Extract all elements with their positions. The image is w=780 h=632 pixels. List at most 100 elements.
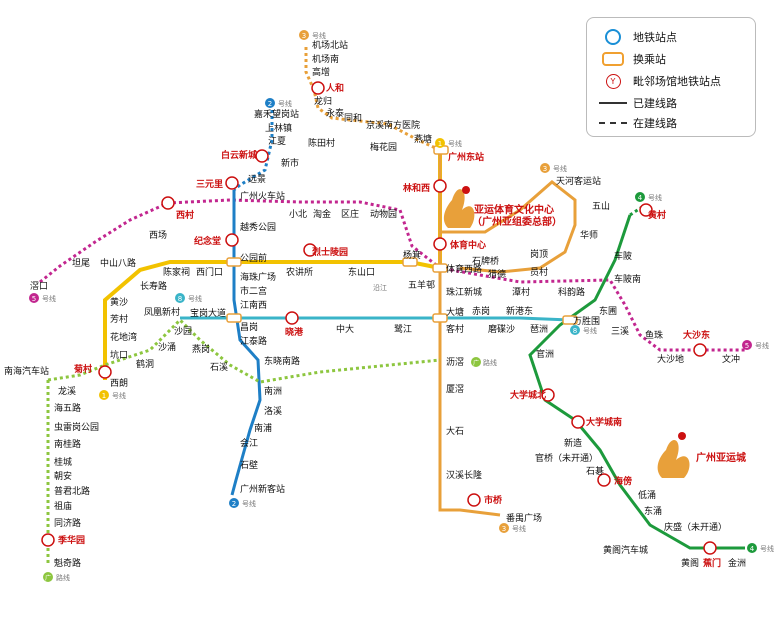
station-jiangnanxi: 江南西 bbox=[240, 299, 267, 311]
station-liede: 猎德 bbox=[488, 268, 506, 280]
station-kuichong: 魁奇路 bbox=[54, 557, 81, 569]
station-dongwuyuan: 动物园 bbox=[370, 208, 397, 220]
station-baogangdadao: 宝岗大道 bbox=[190, 307, 226, 319]
badge-line-2-top: 2 bbox=[268, 100, 272, 108]
station-lujiang: 鹭江 bbox=[394, 324, 412, 335]
station-jichang-nan: 机场南 bbox=[312, 53, 339, 65]
station-tonghe: 同和 bbox=[344, 113, 362, 124]
line-1 bbox=[103, 150, 442, 380]
station-linhexi: 林和西 bbox=[403, 182, 430, 194]
station-shangjia: 上林镇 bbox=[265, 122, 292, 134]
station-yuzhu: 鱼珠 bbox=[645, 329, 663, 341]
badge-line-4-south: 4 bbox=[750, 545, 755, 553]
badge-line-3-ne-label: 号线 bbox=[553, 164, 567, 173]
station-dashadong: 大沙东 bbox=[683, 329, 710, 341]
badge-gf-east: 广 bbox=[473, 359, 479, 367]
station-tanwei: 坦尾 bbox=[72, 258, 90, 269]
legend-built-row: 已建线路 bbox=[597, 94, 677, 112]
station-lijiao: 沥滘 bbox=[446, 357, 464, 368]
legend-venue-row: Y 毗邻场馆地铁站点 bbox=[597, 72, 721, 90]
station-shachong: 沙涌 bbox=[158, 342, 176, 353]
transfer-icon bbox=[602, 52, 624, 66]
station-puju: 普君北路 bbox=[54, 485, 90, 497]
station-shibi: 石壁 bbox=[240, 459, 258, 471]
hub-asian-games-center: 亚运体育文化中心 bbox=[474, 203, 554, 216]
station-huangcun: 黄村 bbox=[648, 209, 666, 221]
transfer-stations bbox=[226, 145, 578, 325]
station-lieshilingyuan: 烈士陵园 bbox=[312, 246, 348, 258]
line-5 bbox=[39, 198, 745, 352]
station-tongji: 同济路 bbox=[54, 517, 81, 529]
station-yuanjing: 远景 bbox=[248, 174, 266, 185]
legend-transfer-label: 换乘站 bbox=[633, 53, 666, 66]
badge-line-1-west: 1 bbox=[102, 392, 106, 400]
station-longgui: 龙归 bbox=[314, 95, 332, 107]
station-shayuan: 沙园 bbox=[174, 326, 192, 337]
station-jinianlang: 纪念堂 bbox=[194, 235, 221, 247]
station-ximenkou: 西门口 bbox=[196, 266, 223, 278]
badge-gf-south-label: 路线 bbox=[56, 573, 70, 582]
station-longxi: 龙溪 bbox=[58, 385, 76, 397]
station-fangcun: 芳村 bbox=[110, 313, 128, 325]
badge-line-4-south-label: 号线 bbox=[760, 544, 774, 553]
station-dongshankou: 东山口 bbox=[348, 266, 375, 278]
station-kengkou: 坑口 bbox=[110, 349, 128, 361]
badge-line-8-west-label: 号线 bbox=[188, 294, 202, 303]
station-kecun: 科韵路 bbox=[558, 286, 585, 298]
station-zhongshanbalu: 中山八路 bbox=[100, 257, 136, 269]
station-haizhu-guangchang: 海珠广场 bbox=[240, 271, 276, 283]
station-daxuecheng-nan: 大学城南 bbox=[586, 416, 622, 428]
station-meihuayuan: 梅花园 bbox=[370, 141, 397, 153]
station-jinzhou: 金洲 bbox=[728, 557, 746, 569]
station-xilang: 西朗 bbox=[110, 377, 128, 389]
station-jiahewangang: 嘉禾望岗站 bbox=[254, 108, 299, 120]
station-wuyangcun: 五羊邨 bbox=[408, 279, 435, 291]
station-zhujiangxincheng: 珠江新城 bbox=[446, 286, 482, 298]
station-jiaokou: 滘口 bbox=[30, 281, 48, 292]
line-2-north bbox=[233, 110, 274, 192]
station-dajiang: 大塘 bbox=[446, 306, 464, 318]
station-guanzhou: 官洲 bbox=[536, 348, 554, 360]
station-chenjiaci: 陈家祠 bbox=[163, 266, 190, 278]
badge-line-2-top-label: 号线 bbox=[278, 99, 292, 108]
badge-line-8-west: 8 bbox=[178, 295, 182, 303]
station-cheponan: 车陂南 bbox=[614, 273, 641, 285]
station-wenchong: 文冲 bbox=[722, 353, 740, 365]
badge-line-1-west-label: 号线 bbox=[112, 391, 126, 400]
station-nangui: 南桂路 bbox=[54, 438, 81, 450]
badge-line-8-east-label: 号线 bbox=[583, 326, 597, 335]
station-fenghuang-xincun: 凤凰新村 bbox=[144, 306, 180, 318]
station-xinshi: 新市 bbox=[281, 157, 299, 169]
station-huangsha: 黄沙 bbox=[110, 296, 128, 308]
station-shiyuan: 石溪 bbox=[210, 361, 228, 373]
station-xiaogang: 晓港 bbox=[285, 326, 304, 338]
badge-line-3-south: 3 bbox=[502, 525, 506, 533]
station-yuexiugongyuan: 越秀公园 bbox=[240, 221, 276, 233]
station-tiyu-zhongxin: 体育中心 bbox=[450, 239, 486, 251]
station-shiqiao: 市桥 bbox=[484, 494, 503, 506]
station-yanjiang: 沿江 bbox=[373, 283, 387, 292]
station-tianhekeyun: 天河客运站 bbox=[556, 175, 601, 187]
badge-line-5-east: 5 bbox=[745, 342, 749, 350]
legend-station-row: 地铁站点 bbox=[597, 28, 677, 46]
station-luoxi: 洛溪 bbox=[264, 405, 282, 417]
station-haibang: 海傍 bbox=[614, 475, 632, 487]
station-qingsheng: 庆盛（未开通） bbox=[664, 521, 727, 533]
legend-building-row: 在建线路 bbox=[597, 114, 677, 132]
station-hechong: 鹤洞 bbox=[136, 358, 154, 370]
station-jiangtailu: 江泰路 bbox=[240, 335, 267, 347]
badge-gf-east-label: 路线 bbox=[483, 358, 497, 367]
station-guangzhou-huoche: 广州火车站 bbox=[240, 190, 285, 202]
station-xingangdong: 新港东 bbox=[506, 305, 533, 317]
solid-line-icon bbox=[599, 102, 627, 104]
station-kecun2: 客村 bbox=[446, 323, 464, 335]
station-gaozeng: 高增 bbox=[312, 66, 330, 78]
station-modiesha: 磨碟沙 bbox=[488, 324, 515, 335]
station-jichang-bei: 机场北站 bbox=[312, 39, 348, 51]
asian-games-center-logo bbox=[443, 186, 475, 228]
station-dashadi: 大沙地 bbox=[657, 353, 684, 365]
badge-line-3-top: 3 bbox=[302, 32, 306, 40]
badge-line-5-west-label: 号线 bbox=[42, 294, 56, 303]
station-chigang: 赤岗 bbox=[472, 306, 490, 317]
station-quzhuang: 区庄 bbox=[341, 208, 359, 220]
